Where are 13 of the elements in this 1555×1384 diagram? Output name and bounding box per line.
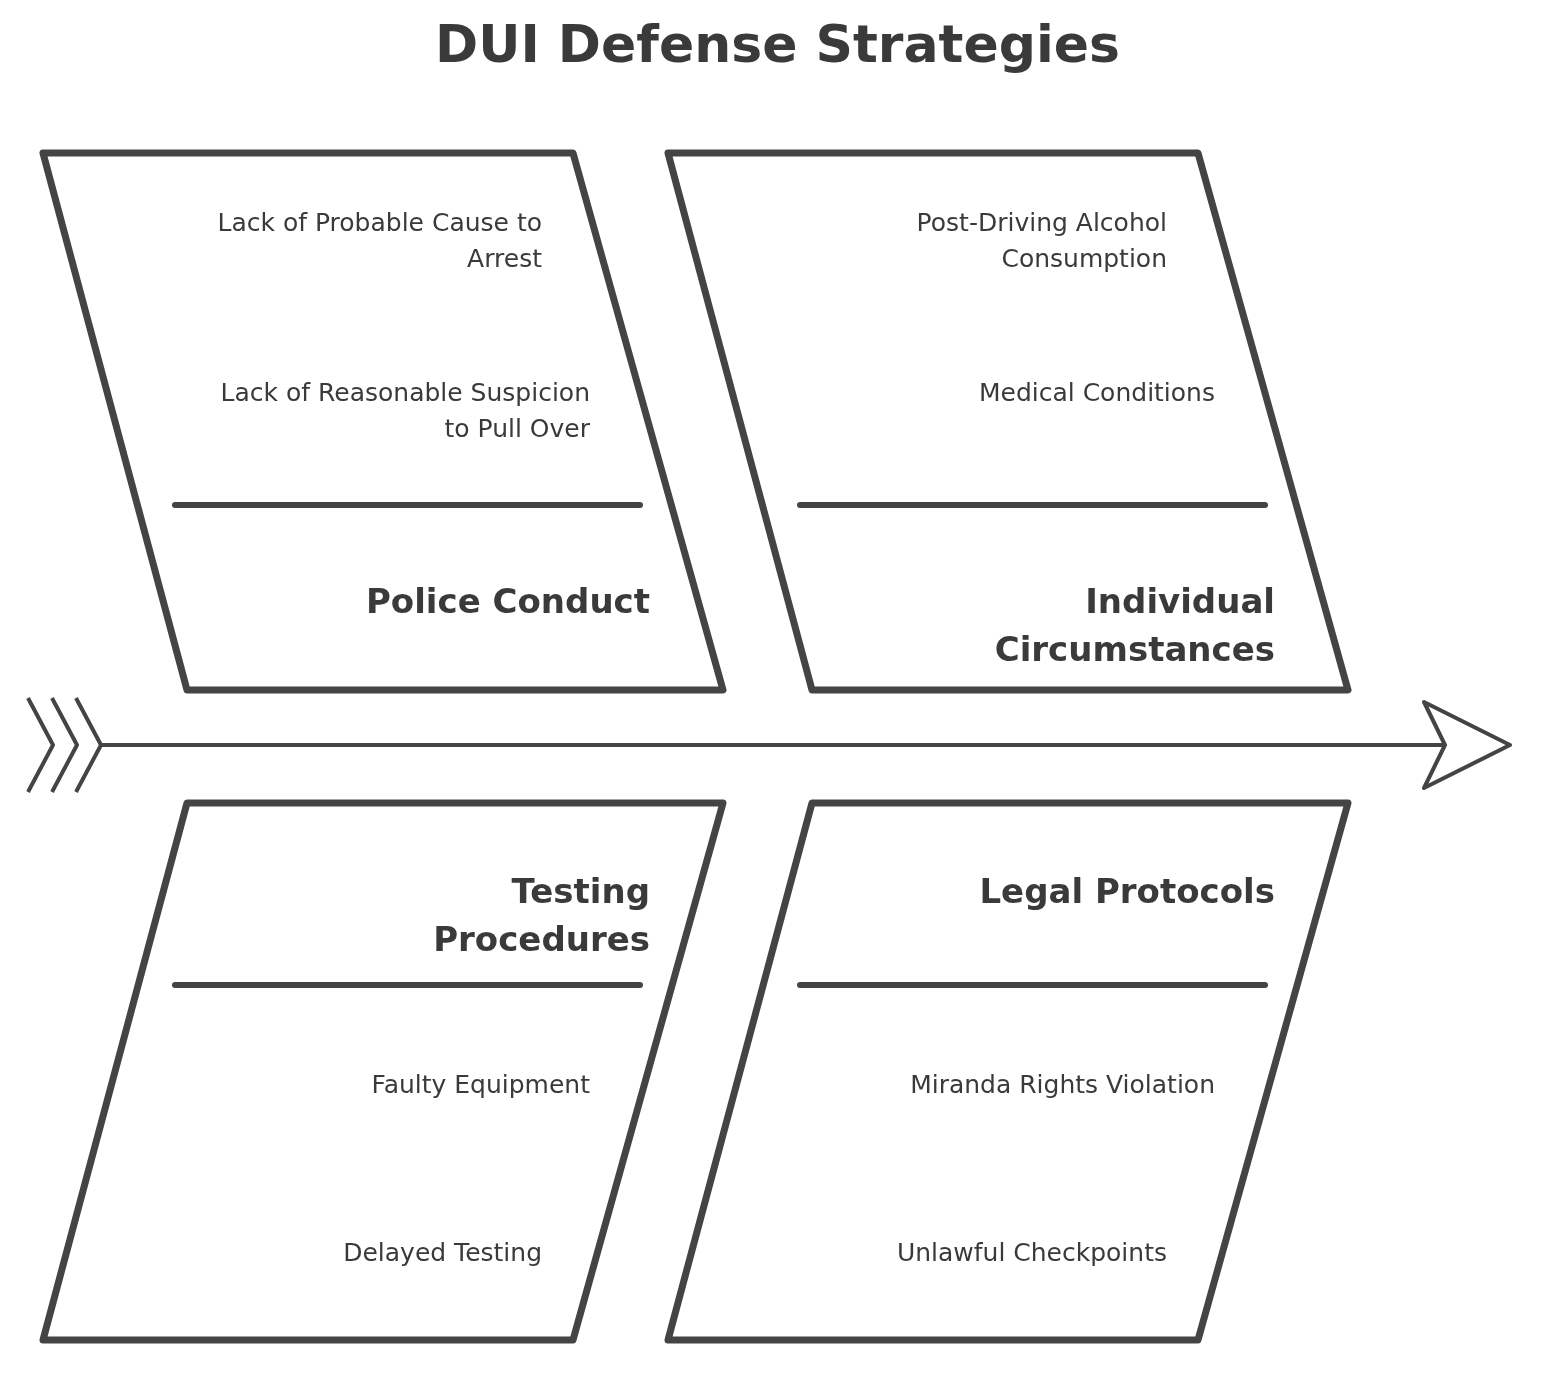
cause-text: Delayed Testing — [342, 1237, 542, 1269]
category-heading: Individual Circumstances — [993, 580, 1275, 671]
cause-text: Unlawful Checkpoints — [895, 1237, 1167, 1269]
category-heading: Testing Procedures — [432, 870, 650, 961]
cause-text: Lack of Reasonable Suspicion to Pull Over — [219, 377, 590, 445]
cause-text: Faulty Equipment — [370, 1069, 590, 1101]
cause-text: Lack of Probable Cause to Arrest — [216, 207, 542, 275]
diagram-title: DUI Defense Strategies — [434, 14, 1121, 74]
category-heading: Police Conduct — [364, 580, 650, 623]
category-heading: Legal Protocols — [978, 870, 1275, 913]
cause-text: Miranda Rights Violation — [909, 1069, 1215, 1101]
cause-text: Medical Conditions — [977, 377, 1215, 409]
cause-text: Post-Driving Alcohol Consumption — [915, 207, 1167, 275]
